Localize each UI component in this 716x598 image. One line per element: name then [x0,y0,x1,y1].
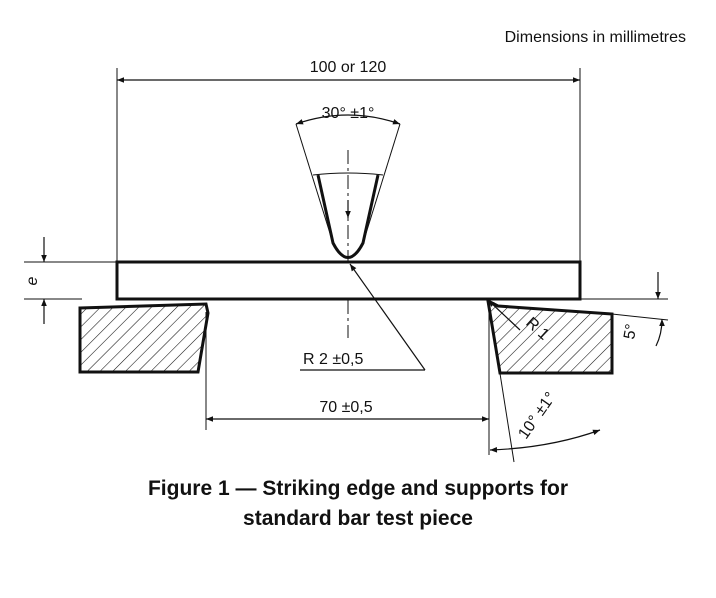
overall-length-dimension: 100 or 120 [116,59,581,262]
taper-angle-dimension: 5° [580,272,669,347]
left-support [78,302,210,374]
figure-caption-line-2: standard bar test piece [243,507,473,530]
figure-caption-line-1: Figure 1 — Striking edge and supports fo… [147,477,569,500]
taper-angle-label: 5° [621,323,640,341]
striker-radius-callout: R 2 ±0,5 [300,263,426,371]
test-bar [115,260,582,301]
striker-angle-dimension: 30° ±1° [295,105,401,125]
striker-angle-label: 30° ±1° [322,105,375,122]
support-angle-label: 10° ±1° [515,389,559,442]
striker-radius-label: R 2 ±0,5 [303,351,363,368]
striker [295,123,401,338]
units-note: Dimensions in millimetres [505,29,686,46]
support-span-label: 70 ±0,5 [319,399,372,416]
overall-length-label: 100 or 120 [310,59,387,76]
support-span-dimension: 70 ±0,5 [205,304,490,455]
thickness-label: e [24,276,41,285]
thickness-dimension: e [24,237,117,324]
right-support [486,298,614,375]
